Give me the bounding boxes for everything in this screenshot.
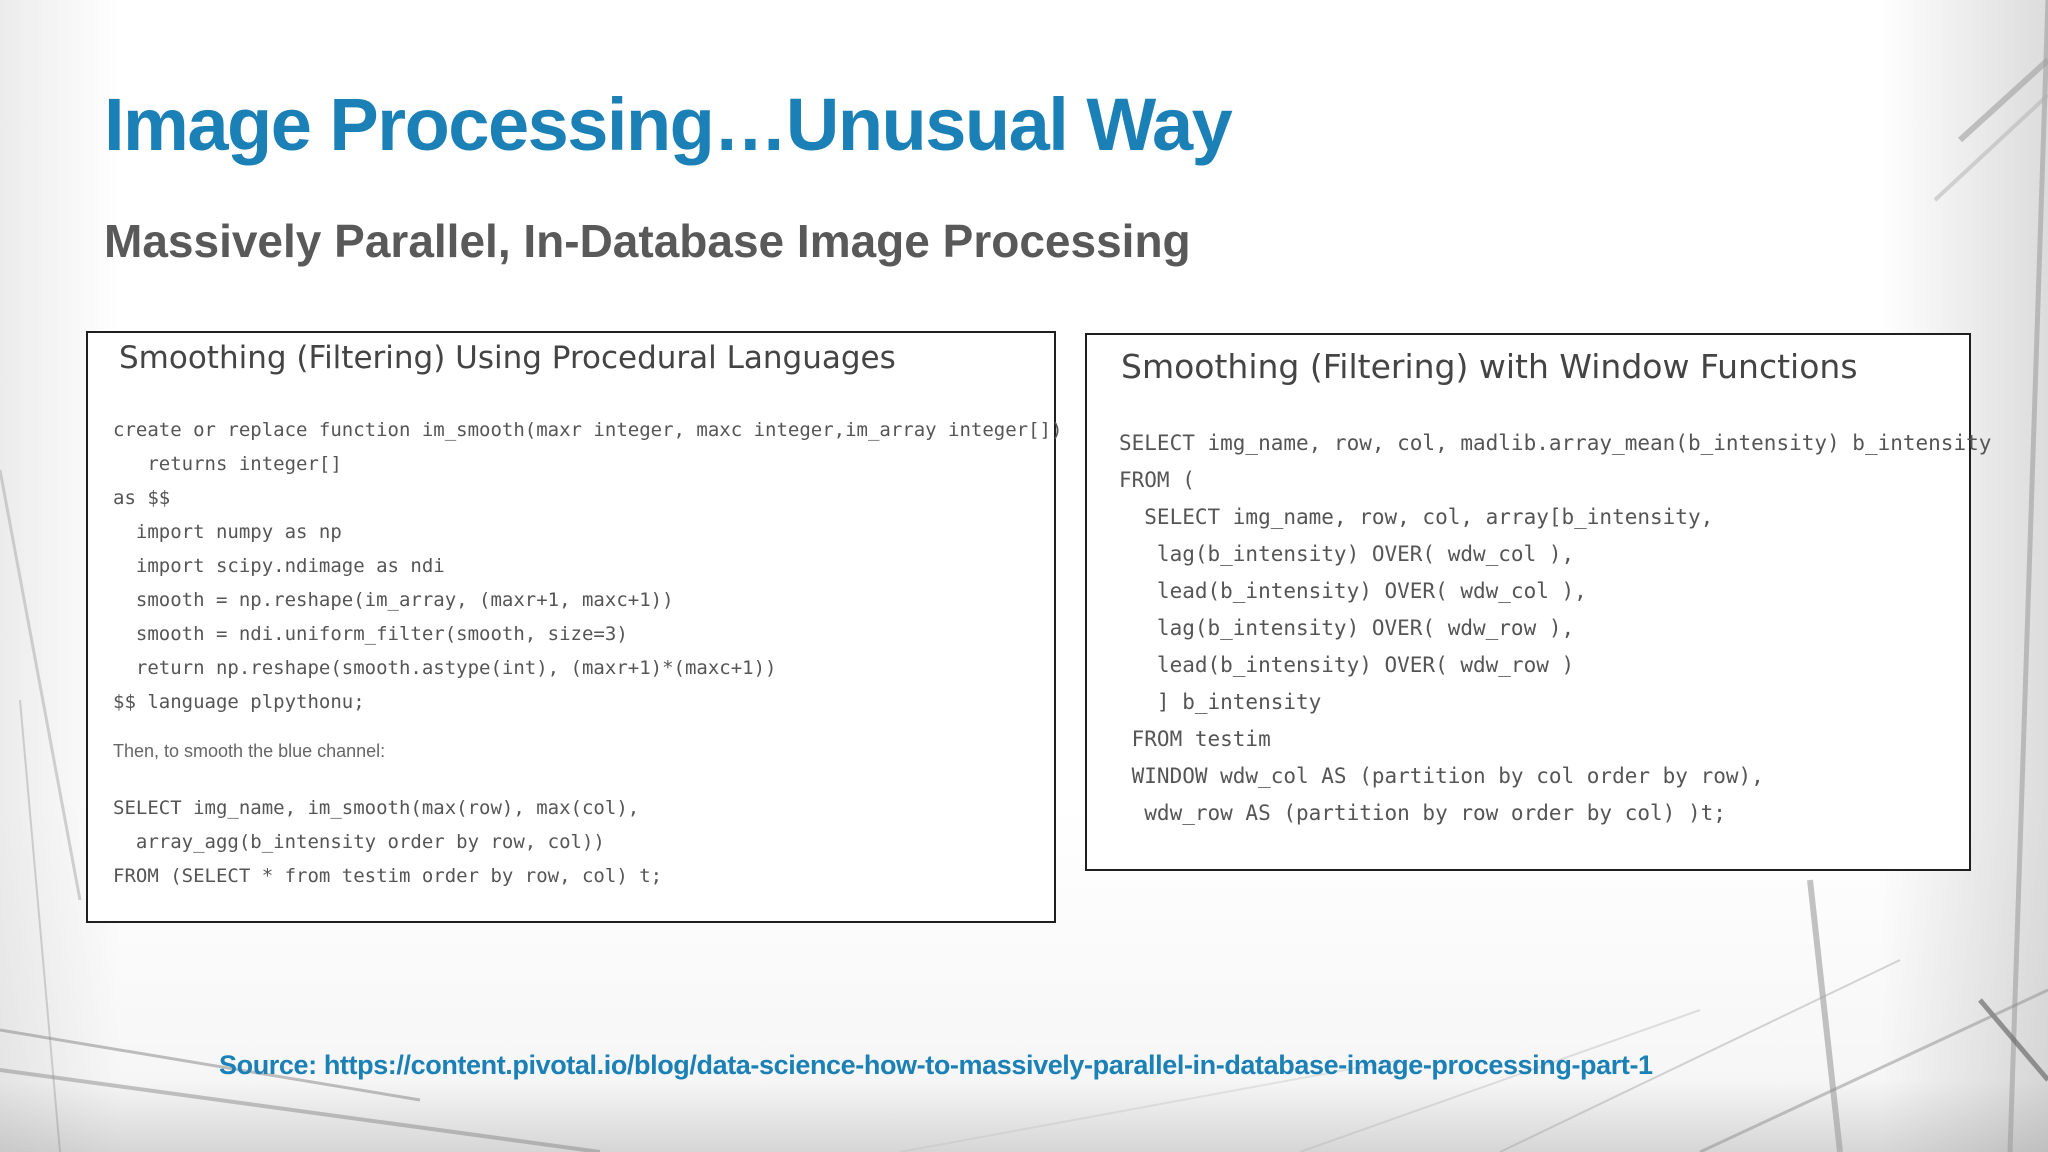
slide-title: Image Processing…Unusual Way: [104, 83, 1233, 166]
code-line: SELECT img_name, im_smooth(max(row), max…: [113, 797, 640, 819]
source-link[interactable]: Source: https://content.pivotal.io/blog/…: [219, 1050, 1653, 1080]
code-line: returns integer[]: [113, 453, 342, 475]
procedural-query-code: SELECT img_name, im_smooth(max(row), max…: [113, 791, 662, 893]
code-line: WINDOW wdw_col AS (partition by col orde…: [1119, 764, 1764, 788]
code-line: lag(b_intensity) OVER( wdw_col ),: [1119, 542, 1575, 566]
code-line: import scipy.ndimage as ndi: [113, 555, 445, 577]
panel-title-procedural: Smoothing (Filtering) Using Procedural L…: [119, 340, 896, 376]
code-line: create or replace function im_smooth(max…: [113, 419, 1063, 441]
code-line: import numpy as np: [113, 521, 342, 543]
procedural-code-panel: Smoothing (Filtering) Using Procedural L…: [86, 331, 1062, 923]
code-line: FROM (: [1119, 468, 1195, 492]
code-line: FROM testim: [1119, 727, 1271, 751]
code-line: smooth = np.reshape(im_array, (maxr+1, m…: [113, 589, 674, 611]
code-line: return np.reshape(smooth.astype(int), (m…: [113, 657, 777, 679]
code-line: lag(b_intensity) OVER( wdw_row ),: [1119, 616, 1575, 640]
code-line: $$ language plpythonu;: [113, 691, 365, 713]
code-line: wdw_row AS (partition by row order by co…: [1119, 801, 1726, 825]
code-line: FROM (SELECT * from testim order by row,…: [113, 865, 663, 887]
window-functions-panel: Smoothing (Filtering) with Window Functi…: [1085, 333, 1991, 871]
code-line: as $$: [113, 487, 171, 509]
code-line: lead(b_intensity) OVER( wdw_row ): [1119, 653, 1575, 677]
blue-channel-note: Then, to smooth the blue channel:: [113, 741, 386, 761]
code-line: SELECT img_name, row, col, array[b_inten…: [1119, 505, 1714, 529]
panel-title-window-functions: Smoothing (Filtering) with Window Functi…: [1121, 347, 1858, 386]
slide-subtitle: Massively Parallel, In-Database Image Pr…: [104, 215, 1191, 267]
code-line: lead(b_intensity) OVER( wdw_col ),: [1119, 579, 1587, 603]
window-functions-code: SELECT img_name, row, col, madlib.array_…: [1119, 425, 1991, 832]
procedural-function-code: create or replace function im_smooth(max…: [113, 413, 1062, 719]
code-line: SELECT img_name, row, col, madlib.array_…: [1119, 431, 1992, 455]
code-line: array_agg(b_intensity order by row, col)…: [113, 831, 605, 853]
code-line: smooth = ndi.uniform_filter(smooth, size…: [113, 623, 628, 645]
code-line: ] b_intensity: [1119, 690, 1322, 714]
